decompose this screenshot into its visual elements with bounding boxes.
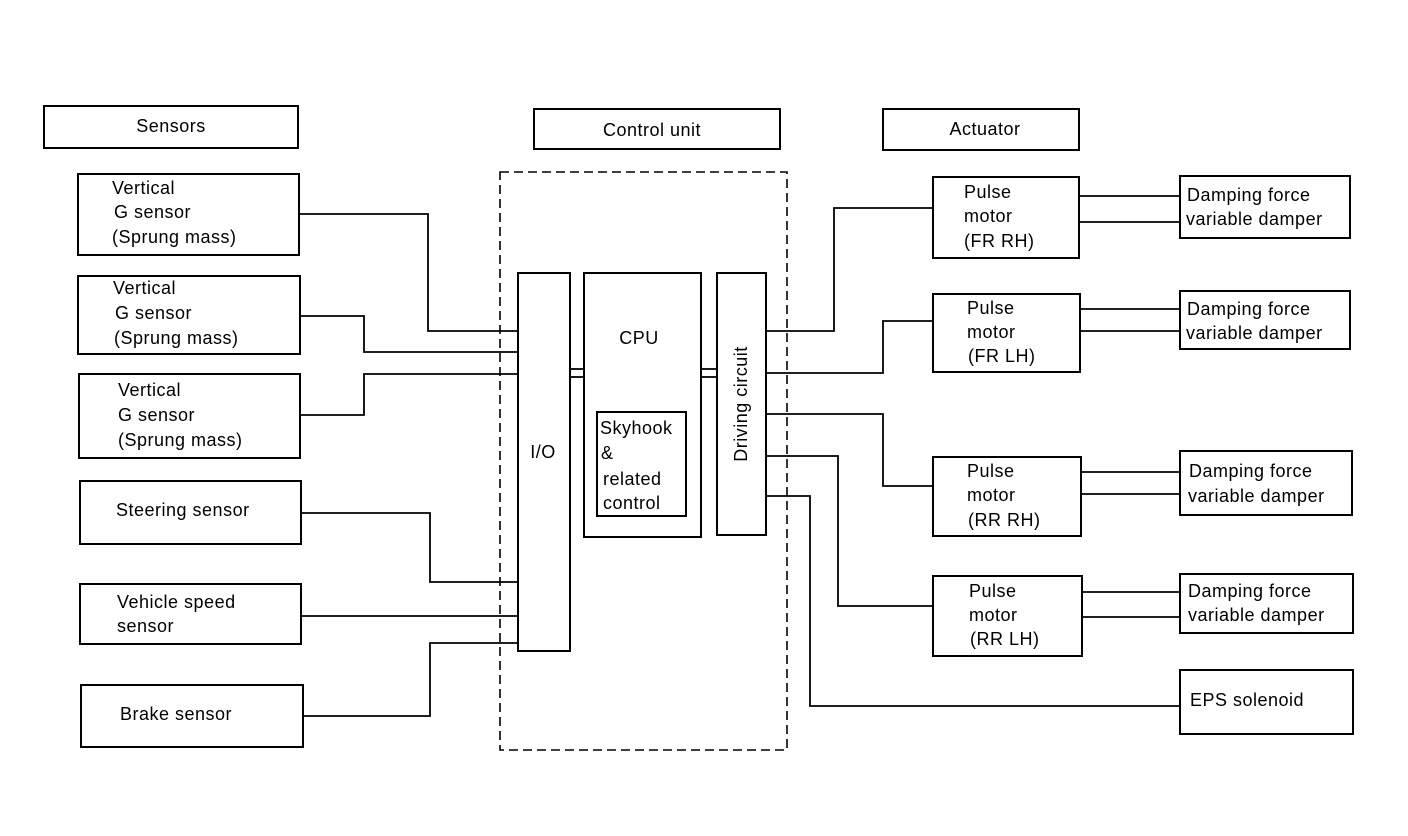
wires xyxy=(299,195,1180,717)
damper-1-line-2: variable damper xyxy=(1186,209,1323,229)
pm-2-line-3: (FR LH) xyxy=(968,346,1036,366)
pm-4-line-1: Pulse xyxy=(969,581,1017,601)
sensor-3-line-3: (Sprung mass) xyxy=(118,430,243,450)
driving-circuit-block: Driving circuit xyxy=(716,272,767,536)
damper-1: Damping force variable damper xyxy=(1179,175,1351,239)
skyhook-line-4: control xyxy=(603,493,661,513)
damper-4-line-2: variable damper xyxy=(1188,605,1325,625)
wire-drv-fr-rh xyxy=(766,207,933,332)
sensor-steering: Steering sensor xyxy=(79,480,302,545)
eps-solenoid: EPS solenoid xyxy=(1179,669,1354,735)
pm-2-line-2: motor xyxy=(967,322,1016,342)
wire-sensor-6 xyxy=(303,642,518,717)
header-actuator: Actuator xyxy=(882,108,1080,151)
pulse-motor-fr-lh: Pulse motor (FR LH) xyxy=(932,293,1081,373)
damper-1-line-1: Damping force xyxy=(1187,185,1311,205)
skyhook-line-3: related xyxy=(603,469,662,489)
skyhook-line-2: & xyxy=(601,443,614,463)
pm-3-line-2: motor xyxy=(967,485,1016,505)
pulse-motor-rr-lh: Pulse motor (RR LH) xyxy=(932,575,1083,657)
sensor-brake: Brake sensor xyxy=(80,684,304,748)
sensor-3-line-2: G sensor xyxy=(118,405,195,425)
wire-drv-rr-lh xyxy=(766,455,933,607)
sensor-1-line-3: (Sprung mass) xyxy=(112,227,237,247)
sensor-6-line-1: Brake sensor xyxy=(120,704,232,724)
pulse-motor-fr-rh: Pulse motor (FR RH) xyxy=(932,176,1080,259)
wire-drv-rr-rh xyxy=(766,413,933,487)
sensor-5-line-2: sensor xyxy=(117,616,174,636)
sensor-5-line-1: Vehicle speed xyxy=(117,592,236,612)
io-label: I/O xyxy=(530,442,556,462)
driving-circuit-label: Driving circuit xyxy=(731,346,751,462)
skyhook-block xyxy=(596,411,687,517)
damper-4-line-1: Damping force xyxy=(1188,581,1312,601)
sensor-vehicle-speed: Vehicle speed sensor xyxy=(79,583,302,645)
header-control-unit-label: Control unit xyxy=(603,120,701,140)
cpu-label: CPU xyxy=(619,328,659,348)
wire-sensor-2 xyxy=(300,315,518,353)
damper-2-line-2: variable damper xyxy=(1186,323,1323,343)
wire-sensor-4 xyxy=(301,512,518,583)
io-block: I/O xyxy=(517,272,571,652)
pulse-motor-rr-rh: Pulse motor (RR RH) xyxy=(932,456,1082,537)
pm-3-line-3: (RR RH) xyxy=(968,510,1041,530)
sensor-2-line-3: (Sprung mass) xyxy=(114,328,239,348)
header-actuator-label: Actuator xyxy=(949,119,1020,139)
damper-3-line-1: Damping force xyxy=(1189,461,1313,481)
pm-1-line-2: motor xyxy=(964,206,1013,226)
sensor-2-line-2: G sensor xyxy=(115,303,192,323)
damper-3-line-2: variable damper xyxy=(1188,486,1325,506)
sensor-2-line-1: Vertical xyxy=(113,278,176,298)
sensor-vertical-g-1: Vertical G sensor (Sprung mass) xyxy=(77,173,300,256)
header-sensors-label: Sensors xyxy=(136,116,206,136)
header-sensors: Sensors xyxy=(43,105,299,149)
wire-sensor-1 xyxy=(299,213,518,332)
damper-2-line-1: Damping force xyxy=(1187,299,1311,319)
damper-2: Damping force variable damper xyxy=(1179,290,1351,350)
pm-3-line-1: Pulse xyxy=(967,461,1015,481)
pm-1-line-3: (FR RH) xyxy=(964,231,1034,251)
pm-1-line-1: Pulse xyxy=(964,182,1012,202)
sensor-vertical-g-3: Vertical G sensor (Sprung mass) xyxy=(78,373,301,459)
wire-drv-eps xyxy=(766,495,1180,707)
eps-label: EPS solenoid xyxy=(1190,690,1304,710)
sensor-1-line-2: G sensor xyxy=(114,202,191,222)
header-control-unit: Control unit xyxy=(533,108,781,150)
skyhook-line-1: Skyhook xyxy=(600,418,673,438)
cpu-block: CPU Skyhook & related control xyxy=(583,272,702,538)
sensor-vertical-g-2: Vertical G sensor (Sprung mass) xyxy=(77,275,301,355)
sensor-4-line-1: Steering sensor xyxy=(116,500,250,520)
sensor-1-line-1: Vertical xyxy=(112,178,175,198)
wire-drv-fr-lh xyxy=(766,320,933,374)
damper-3: Damping force variable damper xyxy=(1179,450,1353,516)
pm-4-line-2: motor xyxy=(969,605,1018,625)
pm-4-line-3: (RR LH) xyxy=(970,629,1040,649)
pm-2-line-1: Pulse xyxy=(967,298,1015,318)
wire-sensor-3 xyxy=(300,373,518,416)
sensor-3-line-1: Vertical xyxy=(118,380,181,400)
damper-4: Damping force variable damper xyxy=(1179,573,1354,634)
control-unit-boundary xyxy=(499,171,788,751)
